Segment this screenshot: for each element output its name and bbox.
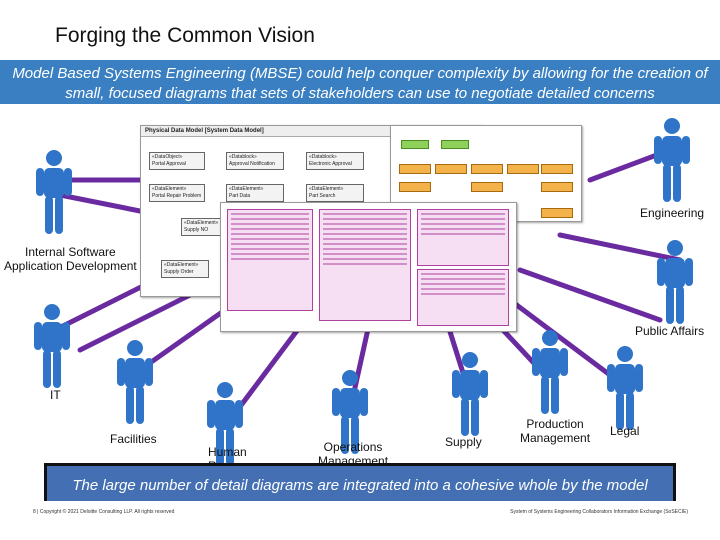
label-it: IT [50,388,61,402]
label-public-affairs: Public Affairs [635,324,705,338]
requirements-diagram-window [220,202,517,332]
connector-line [517,267,663,323]
stakeholder-person-icon [452,352,488,436]
connector-line [557,232,683,263]
diagram-node [507,164,539,174]
diagram-box: «Datablock»Approval Notification [226,152,284,170]
diagram-node [399,164,431,174]
stakeholder-person-icon [654,118,690,202]
intro-banner: Model Based Systems Engineering (MBSE) c… [0,60,720,104]
diagram-box: «Datablock»Electronic Approval [306,152,364,170]
requirement-block [417,209,509,266]
requirement-block [417,269,509,326]
diagram-node [541,208,573,218]
stakeholder-person-icon [207,382,243,466]
stakeholder-person-icon [34,304,70,388]
label-internal-software: Internal Software Application Developmen… [4,245,137,273]
model-diagram-collage: Physical Data Model [System Data Model] … [140,120,582,332]
diagram-node [471,164,503,174]
slide-title: Forging the Common Vision [55,24,315,47]
diagram-node [441,140,469,149]
label-engineering: Engineering [640,206,705,220]
label-facilities: Facilities [110,432,157,446]
bottom-banner: The large number of detail diagrams are … [44,463,676,501]
stakeholder-person-icon [117,340,153,424]
footer-copyright: 8 | Copyright © 2021 Deloitte Consulting… [33,509,175,515]
label-legal: Legal [610,424,640,438]
stakeholder-person-icon [607,346,643,430]
window-title: Physical Data Model [System Data Model] [141,126,481,137]
footer-source: System of Systems Engineering Collaborat… [510,509,688,515]
diagram-node [399,182,431,192]
stakeholder-person-icon [332,370,368,454]
diagram-box: «DataElement»Part Data [226,184,284,202]
diagram-box: «DataElement»Part Search [306,184,364,202]
diagram-node [435,164,467,174]
requirement-block [227,209,313,311]
requirement-block [319,209,411,321]
diagram-node [541,164,573,174]
diagram-box: «DataObject»Portal Approval [149,152,205,170]
diagram-box: «DataElement»Supply Order [161,260,209,278]
diagram-box: «DataElement»Portal Repair Problem [149,184,205,202]
label-production-management: Production Management [520,417,591,445]
diagram-node [401,140,429,149]
stakeholder-person-icon [657,240,693,324]
diagram-box: «DataElement»Supply NO [181,218,229,236]
label-supply: Supply [445,435,482,449]
diagram-node [471,182,503,192]
stakeholder-person-icon [532,330,568,414]
stakeholder-person-icon [36,150,72,234]
diagram-node [541,182,573,192]
